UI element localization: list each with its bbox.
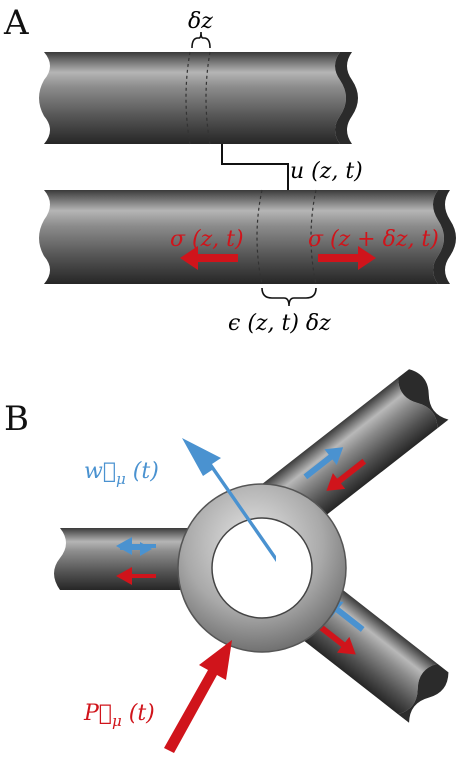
strut-upper-right-force-arrow bbox=[326, 458, 367, 491]
force-argument: (t) bbox=[122, 701, 155, 726]
force-subscript: μ bbox=[112, 712, 122, 730]
stress-left-arrow bbox=[180, 246, 238, 270]
junction-ring bbox=[177, 483, 347, 653]
strut-upper-right-velocity-arrow bbox=[303, 447, 344, 480]
stress-right-arrow bbox=[318, 246, 376, 270]
displacement-label: u (z, t) bbox=[290, 159, 363, 184]
displacement-connector bbox=[221, 144, 289, 190]
strut-lower-right-force-arrow bbox=[316, 622, 356, 655]
stress-right-label: σ (z + δz, t) bbox=[308, 227, 439, 252]
force-label: P⃗μ (t) bbox=[83, 701, 155, 730]
velocity-subscript: μ bbox=[116, 470, 126, 488]
force-symbol: P⃗ bbox=[83, 701, 112, 726]
force-arrow bbox=[164, 640, 232, 753]
panel-a-letter: A bbox=[3, 3, 29, 43]
velocity-arrow bbox=[182, 438, 276, 562]
strained-slice-left bbox=[256, 189, 263, 285]
delta-z-brace bbox=[191, 31, 211, 49]
velocity-argument: (t) bbox=[126, 459, 159, 484]
panel-b-letter: B bbox=[4, 399, 29, 439]
stress-left-label: σ (z, t) bbox=[170, 227, 244, 252]
strain-brace bbox=[261, 287, 317, 307]
delta-z-label: δz bbox=[188, 9, 213, 34]
strut-left-velocity-arrow bbox=[116, 537, 156, 555]
velocity-symbol: w⃗ bbox=[84, 459, 116, 484]
strain-label: ϵ (z, t) δz bbox=[228, 311, 331, 336]
upper-rod bbox=[39, 51, 358, 145]
strained-slice-right bbox=[310, 189, 317, 285]
strut-left-force-arrow bbox=[116, 567, 156, 585]
velocity-label: w⃗μ (t) bbox=[84, 459, 159, 488]
